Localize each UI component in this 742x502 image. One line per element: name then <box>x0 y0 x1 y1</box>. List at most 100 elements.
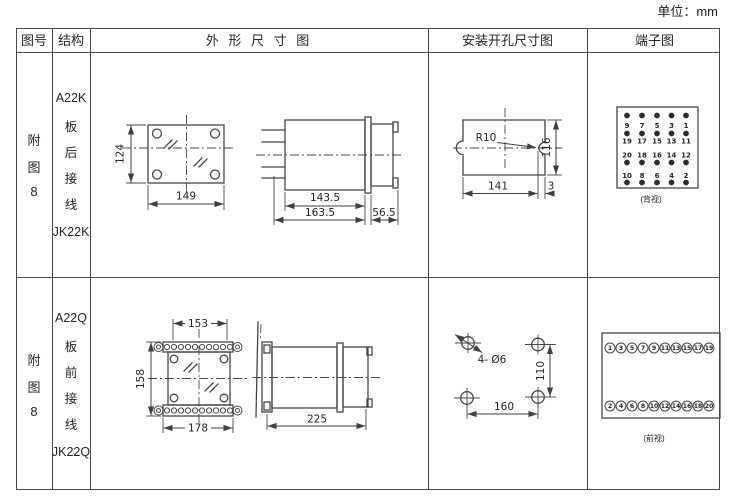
dim-notch-radius: R10 <box>476 132 497 144</box>
terminal-number: 5 <box>630 345 634 352</box>
dim-inner-width: 153 <box>188 318 208 330</box>
terminal-number: 20 <box>622 152 632 160</box>
center-lines <box>453 108 562 171</box>
dim-front-width: 149 <box>176 191 196 203</box>
terminal-number: 15 <box>683 345 692 352</box>
structure-line: 后 <box>64 145 78 160</box>
dim-front-height: 124 <box>115 144 127 164</box>
fig-no-line: 8 <box>30 404 38 419</box>
terminal-number: 13 <box>667 138 677 146</box>
terminal-view-caption: (背视) <box>640 194 662 204</box>
terminal-number: 1 <box>608 345 612 352</box>
terminal-circles <box>604 342 715 412</box>
hatch-mark <box>193 157 208 168</box>
terminal-diagram-jk22q: 1 3 5 7 9 11 13 15 17 19 2 4 6 8 10 12 1… <box>601 332 721 443</box>
mounting-drawing-jk22k: R10 116 141 3 <box>453 108 562 199</box>
terminal-number: 10 <box>622 172 632 180</box>
terminal-number: 2 <box>608 403 612 410</box>
structure-jk22k: A22K 板 后 接 线 JK22K <box>52 52 90 277</box>
center-lines <box>148 329 250 427</box>
terminal-number: 16 <box>683 403 692 410</box>
hatch-mark <box>163 139 178 150</box>
outline-drawing-jk22k: 124 149 143.5 163.5 56.5 <box>115 115 402 225</box>
terminal-number: 3 <box>669 122 674 130</box>
terminal-number: 12 <box>661 403 670 410</box>
structure-line: JK22Q <box>51 444 91 459</box>
table-divider <box>89 29 91 489</box>
terminal-number: 2 <box>684 172 689 180</box>
terminal-number: 6 <box>630 403 634 410</box>
terminal-number: 14 <box>667 152 677 160</box>
dim-holes-label: 4- Ø6 <box>478 354 507 366</box>
structure-line: JK22K <box>52 224 90 239</box>
terminal-number: 16 <box>652 152 662 160</box>
header-mounting: 安装开孔尺寸图 <box>461 33 553 48</box>
dim-front-width: 178 <box>188 423 208 435</box>
terminal-number: 6 <box>655 172 660 180</box>
terminal-numbers: 9 7 5 3 1 19 17 15 13 11 20 18 16 14 12 … <box>622 122 691 180</box>
terminal-diagram-jk22k: 9 7 5 3 1 19 17 15 13 11 20 18 16 14 12 … <box>616 106 699 204</box>
hatch-mark <box>183 362 198 373</box>
structure-line: 接 <box>64 391 78 406</box>
terminal-dots <box>624 112 689 186</box>
terminal-number: 9 <box>652 345 656 352</box>
structure-line: 线 <box>64 197 78 212</box>
structure-line: 板 <box>64 339 78 354</box>
table-divider <box>17 276 719 278</box>
terminal-number: 11 <box>681 138 691 146</box>
fig-no-jk22k: 附 图 8 <box>16 52 52 277</box>
header-fig-no: 图号 <box>20 33 47 48</box>
outline-drawing-jk22q: 153 158 178 225 <box>135 318 380 435</box>
structure-line: A22Q <box>55 310 87 325</box>
terminal-number: 19 <box>622 138 632 146</box>
terminal-number: 7 <box>641 345 645 352</box>
dim-h-spacing: 160 <box>494 401 514 413</box>
terminal-number: 15 <box>652 138 662 146</box>
dim-cutout-height: 116 <box>541 137 553 157</box>
hatch-mark <box>204 382 219 393</box>
table-divider <box>17 51 719 53</box>
header-outline: 外 形 尺 寸 图 <box>205 33 313 48</box>
terminal-number: 3 <box>619 345 623 352</box>
terminal-number: 19 <box>705 345 714 352</box>
terminal-number: 1 <box>684 122 689 130</box>
terminal-number: 17 <box>694 345 703 352</box>
terminal-strip-screws <box>153 342 243 416</box>
terminal-number: 9 <box>625 122 630 130</box>
unit-label: 单位：mm <box>657 4 718 19</box>
structure-line: A22K <box>55 90 87 105</box>
fig-no-line: 8 <box>30 184 38 199</box>
terminal-number: 4 <box>619 403 624 410</box>
fig-no-line: 附 <box>27 133 41 148</box>
dim-cutout-width: 141 <box>488 181 508 193</box>
terminal-number: 14 <box>672 403 681 410</box>
structure-line: 前 <box>64 365 78 380</box>
header-terminal: 端子图 <box>634 33 674 48</box>
dim-front-height: 158 <box>135 369 147 389</box>
table-divider <box>427 29 429 489</box>
header-structure: 结构 <box>57 33 84 48</box>
dim-v-spacing: 110 <box>535 361 547 381</box>
terminal-number: 20 <box>705 403 714 410</box>
mounting-drawing-jk22q: 4- Ø6 110 160 <box>454 333 556 419</box>
fig-no-line: 图 <box>27 160 41 175</box>
terminal-number: 11 <box>661 345 670 352</box>
terminal-number: 10 <box>650 403 659 410</box>
terminal-view-caption: (前视) <box>643 433 665 443</box>
terminal-numbers: 1 3 5 7 9 11 13 15 17 19 2 4 6 8 10 12 1… <box>608 345 714 410</box>
dim-edge-gap: 3 <box>548 181 555 193</box>
dim-body-depth: 143.5 <box>310 192 340 204</box>
terminal-number: 18 <box>637 152 647 160</box>
structure-line: 板 <box>64 119 78 134</box>
structure-jk22q: A22Q 板 前 接 线 JK22Q <box>52 277 90 492</box>
terminal-number: 5 <box>655 122 660 130</box>
dim-rear-depth: 56.5 <box>372 207 395 219</box>
table-divider <box>51 29 53 489</box>
dim-total-depth: 163.5 <box>305 207 335 219</box>
dim-total-depth: 225 <box>307 414 327 426</box>
structure-line: 接 <box>64 171 78 186</box>
spec-table <box>16 28 720 490</box>
center-lines <box>122 115 236 193</box>
terminal-number: 8 <box>641 403 645 410</box>
